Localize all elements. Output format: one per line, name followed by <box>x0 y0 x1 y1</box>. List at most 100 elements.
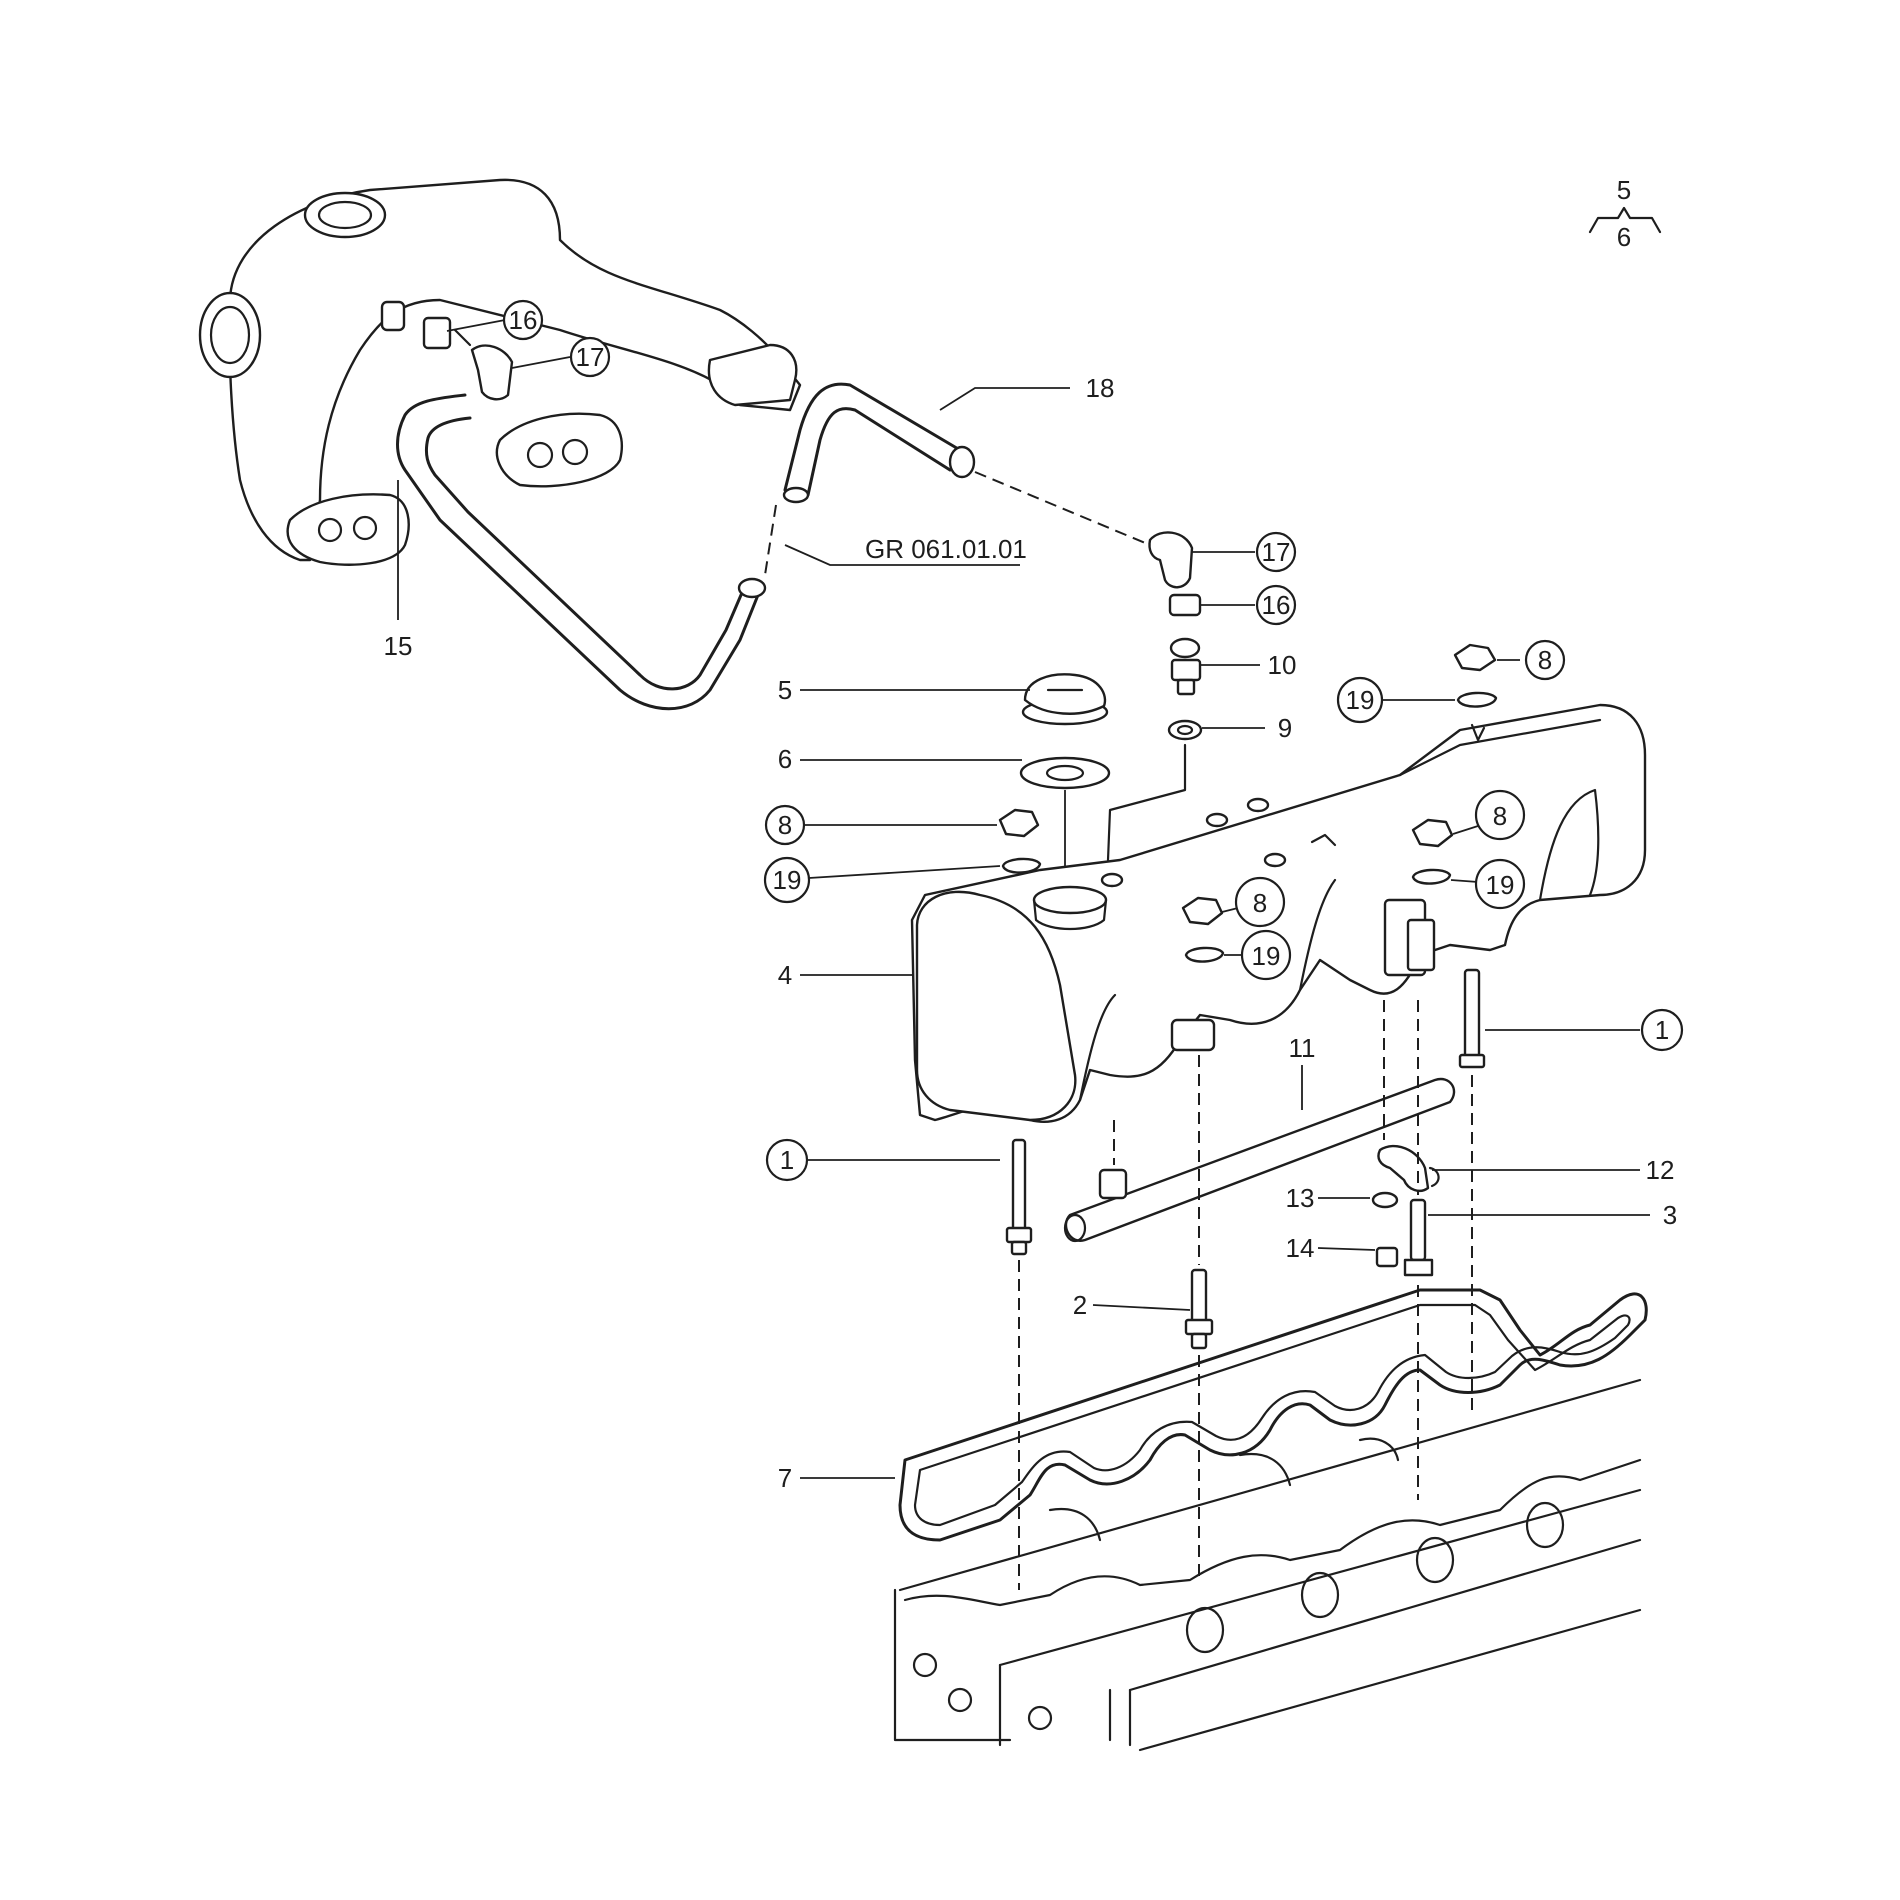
gasket-6-hole <box>1045 764 1085 782</box>
manifold-top-port-inner <box>317 200 373 230</box>
callout-8-d <box>1234 876 1286 928</box>
clip-12 <box>1377 1144 1430 1192</box>
leader-17-upper <box>511 356 571 369</box>
head-port-2 <box>947 1687 973 1713</box>
rail-11-end <box>1063 1213 1087 1243</box>
leader-14 <box>1317 1247 1376 1251</box>
label-6: 6 <box>778 744 792 774</box>
cover-boss-1 <box>1170 1018 1216 1052</box>
manifold-fittings <box>380 300 514 401</box>
label-5: 5 <box>778 675 792 705</box>
cover-front-dome <box>915 890 1077 1122</box>
breather-guide-line <box>1106 743 1187 862</box>
bolt-1-right-head <box>1458 1053 1486 1069</box>
bolt-1-left-shank <box>1011 1138 1027 1232</box>
label-7: 7 <box>778 1463 792 1493</box>
cover-rear-scoop <box>1538 788 1600 902</box>
callout-8-a <box>1524 639 1566 681</box>
fitting-connector <box>453 328 472 347</box>
clip-12-hook <box>1428 1166 1440 1188</box>
head-cam-hump-2 <box>1238 1452 1292 1487</box>
manifold-right-flange <box>707 343 798 407</box>
cover-stud-b <box>1205 812 1229 828</box>
head-cam-hump-3 <box>1358 1437 1400 1462</box>
callout-16-upper <box>502 299 544 341</box>
lower-flange-hole-1 <box>317 517 343 543</box>
cover-scoop-3 <box>1078 993 1117 1102</box>
mid-flange-hole-2 <box>561 438 589 466</box>
manifold-lower-flange <box>286 493 410 566</box>
head-mid-edge <box>998 1488 1642 1667</box>
leader-gr <box>784 544 1020 566</box>
valve-10-top <box>1169 637 1201 659</box>
group-reference-label: GR 061.01.01 <box>865 534 1027 564</box>
dash-hose18-elbow <box>974 471 1151 546</box>
callout-8-c <box>1474 789 1526 841</box>
cyl-hole-4 <box>1525 1501 1565 1549</box>
head-deck-contour <box>903 1458 1642 1607</box>
label-17-lower: 17 <box>1262 537 1291 567</box>
head-front-face <box>893 1588 1012 1742</box>
manifold-left-port-inner <box>209 305 251 365</box>
manifold-nipple <box>380 300 406 332</box>
gasket-6 <box>1019 756 1111 790</box>
cover-stud-d <box>1263 852 1287 868</box>
hose-15-outer-a <box>396 393 762 711</box>
label-1-right: 1 <box>1655 1015 1669 1045</box>
clip-16-upper <box>422 316 452 350</box>
washer-19-a <box>1456 691 1498 708</box>
hose-15-outer-b <box>424 416 746 691</box>
callouts: 16 17 18 GR 061.01.01 15 17 16 10 9 8 <box>384 299 1684 1493</box>
manifold-mid-flange <box>495 412 623 488</box>
callout-19-c <box>1474 858 1526 910</box>
head-port-1 <box>912 1652 938 1678</box>
oil-filler-cap <box>1019 673 1111 880</box>
cover-scoop-2 <box>1298 878 1337 992</box>
washer-9-hole <box>1176 724 1194 736</box>
leader-16-upper <box>446 319 506 332</box>
rail-boss <box>1098 1168 1128 1200</box>
bolt-1-left-tip <box>1010 1240 1028 1256</box>
bolt-2-collar <box>1184 1318 1214 1336</box>
label-16-upper: 16 <box>509 305 538 335</box>
washer-19-b <box>1001 857 1042 874</box>
leader-18 <box>939 387 1070 411</box>
elbow-17-upper <box>470 344 514 401</box>
hose-15-end <box>737 577 767 599</box>
head-lower-edge <box>1128 1538 1642 1692</box>
lower-flange-hole-2 <box>352 515 378 541</box>
hose-18-outer-a <box>783 382 962 492</box>
clip-16-lower <box>1168 593 1202 617</box>
mid-flange-hole-1 <box>526 441 554 469</box>
label-8-d: 8 <box>1253 888 1267 918</box>
valve-10-body <box>1170 658 1202 682</box>
label-1-left: 1 <box>780 1145 794 1175</box>
dash-hose-link <box>764 504 777 576</box>
elbow-17-lower <box>1148 531 1194 589</box>
head-cam-hump-1 <box>1048 1507 1102 1542</box>
gasket-7-inner <box>913 1303 1631 1527</box>
manifold-top-port <box>303 191 387 239</box>
label-19-a: 19 <box>1346 685 1375 715</box>
bolt-3-head <box>1403 1258 1434 1277</box>
label-11: 11 <box>1289 1033 1316 1063</box>
cyl-hole-3 <box>1415 1536 1455 1584</box>
nut-8-a <box>1453 643 1497 672</box>
head-bottom-edge <box>1138 1608 1642 1752</box>
cover-clip <box>1310 833 1337 847</box>
cover-stud-c <box>1246 797 1270 813</box>
hose-15 <box>396 393 767 711</box>
label-8-c: 8 <box>1493 801 1507 831</box>
nut-8-c <box>1411 818 1454 848</box>
bolt-3-shank <box>1409 1198 1427 1262</box>
header-ref-top: 5 <box>1617 175 1631 205</box>
label-3: 3 <box>1663 1200 1677 1230</box>
label-9: 9 <box>1278 713 1292 743</box>
label-8-a: 8 <box>1538 645 1552 675</box>
header-brace <box>1588 206 1662 234</box>
bolt-2-shank <box>1190 1268 1208 1327</box>
label-2: 2 <box>1073 1290 1087 1320</box>
gasket-7 <box>898 1288 1648 1542</box>
cover-ridge <box>1398 718 1602 777</box>
